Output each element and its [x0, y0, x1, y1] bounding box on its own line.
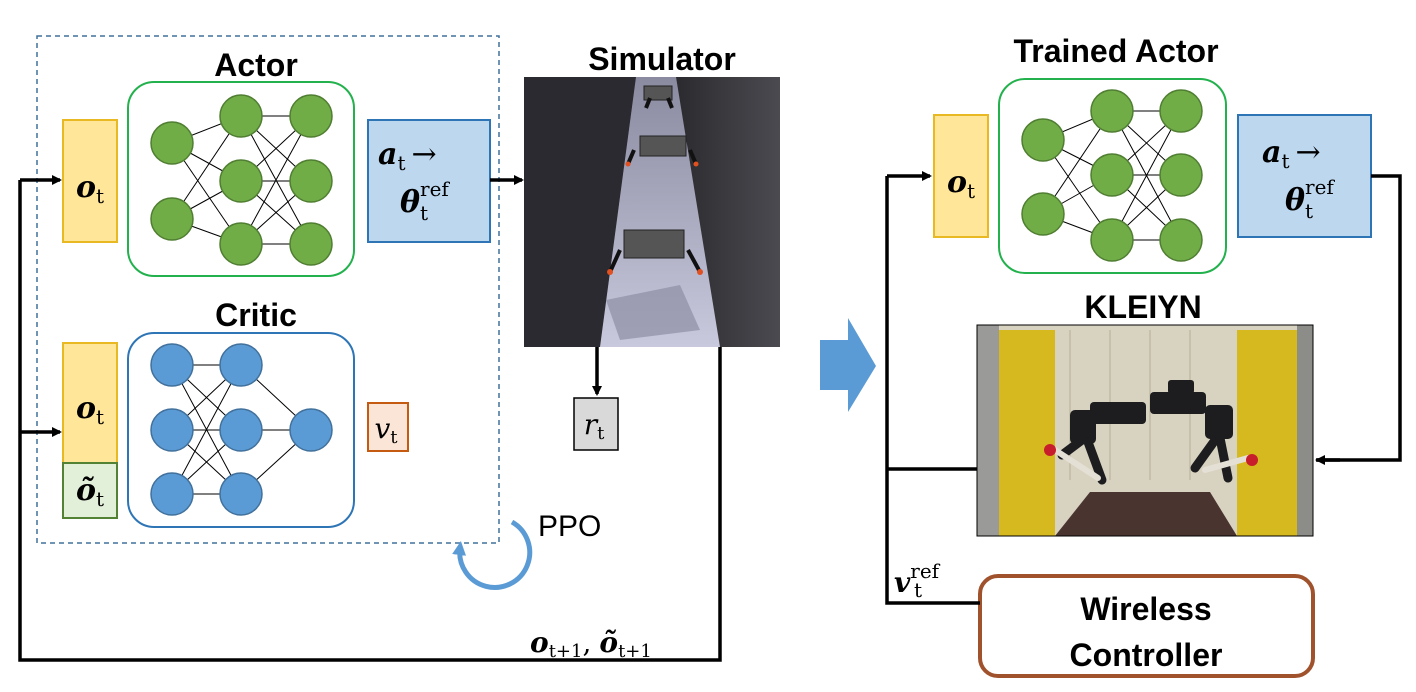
deploy-action-label: at→: [1262, 135, 1321, 173]
value-box: [367, 402, 409, 452]
next-observation-label: ot+1,õt+1: [530, 626, 652, 662]
theta-ref-label: θref: [400, 177, 450, 220]
wireless-controller-line1: Wireless: [1080, 591, 1211, 627]
deploy-observation-label: ot: [947, 165, 975, 203]
actor-observation-box: [62, 119, 118, 243]
reward-box: [573, 397, 619, 451]
robot-photo: [976, 324, 1314, 537]
deploy-connectors: [885, 171, 1402, 605]
actor-observation-label: ot: [76, 170, 104, 208]
action-box: [367, 119, 491, 243]
robot-title: KLEIYN: [1084, 289, 1201, 325]
actor-network-nodes: [150, 94, 333, 266]
simulator-image: [524, 77, 780, 347]
velocity-subscript: t: [914, 578, 922, 602]
theta-subscript: t: [420, 201, 428, 225]
trained-actor-nodes: [1021, 89, 1203, 262]
reward-label: rt: [584, 408, 605, 444]
critic-network-nodes: [150, 343, 333, 516]
wireless-controller-box: [978, 574, 1315, 678]
privileged-observation-label: õt: [76, 473, 104, 511]
deploy-observation-box: [933, 114, 989, 238]
trained-actor-title: Trained Actor: [1013, 33, 1218, 69]
actor-title: Actor: [214, 47, 298, 83]
ppo-label: PPO: [538, 510, 601, 543]
critic-observation-label: ot: [76, 391, 104, 429]
privileged-observation-box: [62, 462, 118, 519]
critic-observation-box: [62, 342, 118, 464]
ppo-cycle-arrow: [452, 519, 533, 590]
action-label: at→: [378, 137, 437, 175]
critic-title: Critic: [215, 297, 297, 333]
training-frame: [36, 35, 500, 544]
value-label: vt: [374, 412, 398, 448]
training-connectors: [18, 175, 722, 662]
deploy-arrow-icon: [820, 318, 876, 412]
deploy-theta-subscript: t: [1305, 199, 1313, 223]
velocity-ref-label: vref: [894, 559, 941, 599]
deploy-theta-ref-label: θref: [1285, 175, 1335, 218]
simulator-title: Simulator: [588, 41, 736, 77]
wireless-controller-line2: Controller: [1070, 637, 1223, 673]
